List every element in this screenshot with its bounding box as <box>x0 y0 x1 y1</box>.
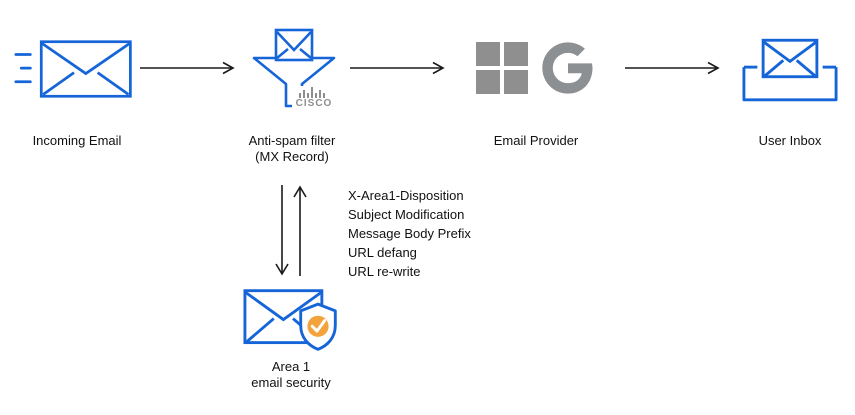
arrows-antispam-area1 <box>268 183 312 278</box>
modification-item: URL defang <box>348 245 417 260</box>
email-provider-label: Email Provider <box>493 133 579 148</box>
arrow-down <box>275 185 289 276</box>
area1-descriptor-label: email security <box>251 375 331 390</box>
microsoft-square <box>504 70 528 94</box>
anti-spam-filter-label: Anti-spam filter <box>248 133 336 148</box>
arrow-antispam-to-provider <box>350 61 445 75</box>
envelope-icon <box>761 38 819 79</box>
arrow-incoming-to-antispam <box>140 61 235 75</box>
modification-item: URL re-write <box>348 264 421 279</box>
microsoft-square <box>476 42 500 66</box>
modification-item: Message Body Prefix <box>348 226 471 241</box>
microsoft-logo <box>476 42 528 94</box>
modification-item: Subject Modification <box>348 207 465 222</box>
area1-name-label: Area 1 <box>271 359 311 374</box>
user-inbox-label: User Inbox <box>758 133 822 148</box>
cisco-wordmark: CISCO <box>295 98 333 109</box>
incoming-email-label: Incoming Email <box>32 133 122 148</box>
cisco-logo: CISCO <box>292 86 336 109</box>
mx-record-sublabel: (MX Record) <box>255 149 329 164</box>
microsoft-square <box>476 70 500 94</box>
tray-icon <box>742 65 838 102</box>
modification-item: X-Area1-Disposition <box>348 188 464 203</box>
arrow-provider-to-inbox <box>625 61 720 75</box>
incoming-email-icon <box>14 38 134 100</box>
modification-list: X-Area1-Disposition Subject Modification… <box>348 186 578 281</box>
google-logo <box>540 40 596 96</box>
arrow-up <box>293 185 307 276</box>
area1-security-icon <box>243 283 343 358</box>
cisco-bars-icon <box>299 87 325 98</box>
anti-spam-filter-icon <box>252 28 336 114</box>
microsoft-square <box>504 42 528 66</box>
user-inbox-icon <box>742 36 838 104</box>
envelope-icon <box>274 28 314 62</box>
shield-check-icon <box>299 302 337 351</box>
